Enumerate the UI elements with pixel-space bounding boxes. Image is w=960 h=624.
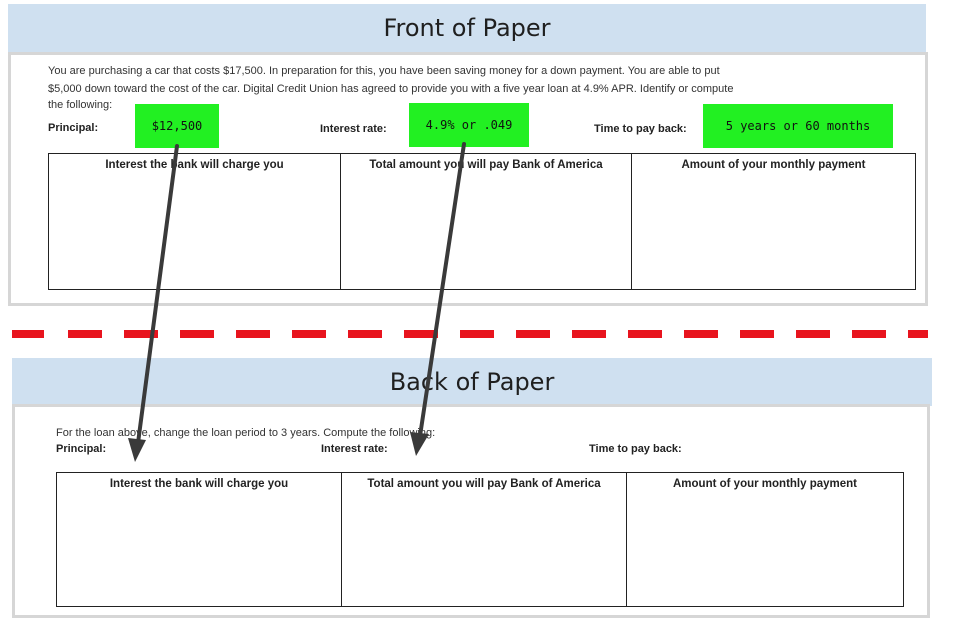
front-principal-answer: $12,500 — [135, 104, 219, 148]
back-time-label: Time to pay back: — [589, 443, 682, 455]
front-paragraph-line: $5,000 down toward the cost of the car. … — [48, 83, 734, 95]
back-col-interest: Interest the bank will charge you — [56, 472, 342, 607]
back-interest-label: Interest rate: — [321, 443, 388, 455]
back-paragraph: For the loan above, change the loan peri… — [56, 427, 436, 439]
divider-dash — [796, 330, 830, 338]
divider-dash — [628, 330, 662, 338]
divider-dash — [908, 330, 928, 338]
back-answer-table: Interest the bank will charge you Total … — [56, 472, 904, 607]
back-title: Back of Paper — [389, 368, 555, 396]
front-interest-label: Interest rate: — [320, 123, 387, 135]
divider-dash — [460, 330, 494, 338]
divider-dash — [852, 330, 886, 338]
front-answer-table: Interest the bank will charge you Total … — [48, 153, 916, 290]
front-col-interest: Interest the bank will charge you — [48, 153, 341, 290]
divider-dash — [68, 330, 102, 338]
front-paragraph-line: the following: — [48, 99, 113, 111]
front-paragraph-line: You are purchasing a car that costs $17,… — [48, 65, 720, 77]
divider-dash — [404, 330, 438, 338]
front-time-answer: 5 years or 60 months — [703, 104, 893, 148]
front-interest-answer: 4.9% or .049 — [409, 103, 529, 147]
front-time-label: Time to pay back: — [594, 123, 687, 135]
divider-dash — [292, 330, 326, 338]
front-paragraph: You are purchasing a car that costs $17,… — [48, 62, 908, 112]
front-col-monthly: Amount of your monthly payment — [631, 153, 916, 290]
divider-dash — [684, 330, 718, 338]
divider-dash — [516, 330, 550, 338]
divider-dash — [740, 330, 774, 338]
back-principal-label: Principal: — [56, 443, 107, 455]
divider-dash — [124, 330, 158, 338]
back-col-monthly: Amount of your monthly payment — [626, 472, 904, 607]
back-title-banner: Back of Paper — [12, 358, 932, 406]
back-col-total: Total amount you will pay Bank of Americ… — [341, 472, 627, 607]
front-title: Front of Paper — [383, 14, 551, 42]
front-col-total: Total amount you will pay Bank of Americ… — [340, 153, 632, 290]
divider-dash — [572, 330, 606, 338]
divider-dash — [348, 330, 382, 338]
front-principal-label: Principal: — [48, 122, 99, 134]
divider-dash — [236, 330, 270, 338]
front-title-banner: Front of Paper — [8, 4, 926, 52]
divider-dash — [12, 330, 44, 338]
divider-dash — [180, 330, 214, 338]
